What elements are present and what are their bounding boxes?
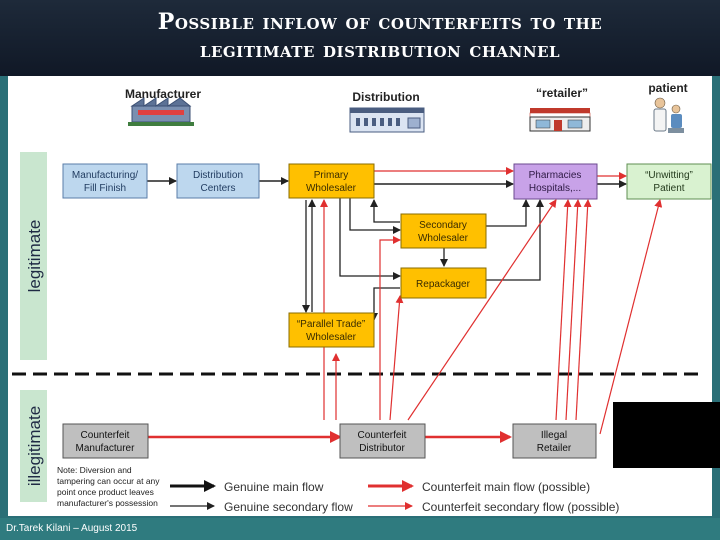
svg-text:Hospitals,...: Hospitals,... <box>529 183 581 194</box>
svg-text:Wholesaler: Wholesaler <box>418 233 469 244</box>
legend-genuine-main: Genuine main flow <box>224 480 324 494</box>
svg-text:Counterfeit: Counterfeit <box>358 430 407 441</box>
footer-bar: Dr.Tarek Kilani – August 2015 <box>0 518 720 540</box>
legitimate-label: legitimate <box>25 220 44 293</box>
store-icon <box>529 108 591 132</box>
black-overlay-box <box>613 402 720 468</box>
svg-text:Patient: Patient <box>653 183 684 194</box>
svg-text:Repackager: Repackager <box>416 279 471 290</box>
header-patient: patient <box>648 81 687 95</box>
svg-text:tampering can occur at any: tampering can occur at any <box>57 476 160 486</box>
node-parallel-trade-wholesaler: “Parallel Trade” Wholesaler <box>288 312 375 348</box>
svg-text:Manufacturer: Manufacturer <box>76 443 136 454</box>
legitimate-band: legitimate <box>20 152 47 360</box>
svg-text:Illegal: Illegal <box>541 430 567 441</box>
svg-text:Manufacturing/: Manufacturing/ <box>72 170 138 181</box>
node-unwitting-patient: “Unwitting” Patient <box>626 163 712 200</box>
node-secondary-wholesaler: Secondary Wholesaler <box>400 213 487 249</box>
title-bar: Possible inflow of counterfeits to the l… <box>0 0 720 76</box>
svg-text:Centers: Centers <box>200 183 235 194</box>
svg-text:Distributor: Distributor <box>359 443 405 454</box>
node-primary-wholesaler: Primary Wholesaler <box>288 163 375 199</box>
node-repackager: Repackager <box>400 267 487 299</box>
node-manufacturing-fill-finish: Manufacturing/ Fill Finish <box>62 163 148 199</box>
node-counterfeit-manufacturer: Counterfeit Manufacturer <box>62 423 149 459</box>
node-pharmacies-hospitals: Pharmacies Hospitals,... <box>513 163 598 200</box>
left-border <box>0 76 8 516</box>
legend-counterfeit-secondary: Counterfeit secondary flow (possible) <box>422 500 619 514</box>
diversion-note: Note: Diversion and tampering can occur … <box>57 465 160 508</box>
genuine-flow-arrows <box>147 177 627 321</box>
illegitimate-label: illegitimate <box>25 406 44 486</box>
legend-counterfeit-main: Counterfeit main flow (possible) <box>422 480 590 494</box>
patient-icon <box>653 97 684 133</box>
illegitimate-band: illegitimate <box>20 390 47 502</box>
header-distribution: Distribution <box>352 90 419 104</box>
svg-text:manufacturer's possession: manufacturer's possession <box>57 498 158 508</box>
diagram-canvas: Manufacturer Distribution “retailer” pat… <box>8 76 712 516</box>
title-line-2: legitimate distribution channel <box>199 37 561 63</box>
svg-text:point once product leaves: point once product leaves <box>57 487 154 497</box>
svg-text:Note: Diversion and: Note: Diversion and <box>57 465 132 475</box>
svg-text:Fill Finish: Fill Finish <box>84 183 126 194</box>
header-retailer: “retailer” <box>536 86 588 100</box>
node-illegal-retailer: Illegal Retailer <box>512 423 597 459</box>
title-line-1: Possible inflow of counterfeits to the <box>157 9 603 35</box>
footer-credit: Dr.Tarek Kilani – August 2015 <box>6 523 138 534</box>
legend: Genuine main flow Genuine secondary flow… <box>170 480 619 514</box>
svg-text:Distribution: Distribution <box>193 170 243 181</box>
svg-text:Retailer: Retailer <box>537 443 572 454</box>
legend-genuine-secondary: Genuine secondary flow <box>224 500 353 514</box>
factory-icon <box>128 97 194 126</box>
svg-text:“Parallel Trade”: “Parallel Trade” <box>297 319 365 330</box>
header-manufacturer: Manufacturer <box>125 87 201 101</box>
node-distribution-centers: Distribution Centers <box>176 163 260 199</box>
svg-text:Pharmacies: Pharmacies <box>529 170 582 181</box>
counterfeit-flow-arrows <box>148 167 663 443</box>
svg-text:Wholesaler: Wholesaler <box>306 332 357 343</box>
svg-text:Counterfeit: Counterfeit <box>81 430 130 441</box>
node-counterfeit-distributor: Counterfeit Distributor <box>339 423 426 459</box>
svg-text:Wholesaler: Wholesaler <box>306 183 357 194</box>
right-border <box>712 76 720 516</box>
svg-text:Primary: Primary <box>314 170 348 181</box>
svg-text:“Unwitting”: “Unwitting” <box>645 170 693 181</box>
warehouse-icon <box>349 107 425 133</box>
svg-text:Secondary: Secondary <box>419 220 467 231</box>
slide-title: Possible inflow of counterfeits to the l… <box>80 8 680 64</box>
